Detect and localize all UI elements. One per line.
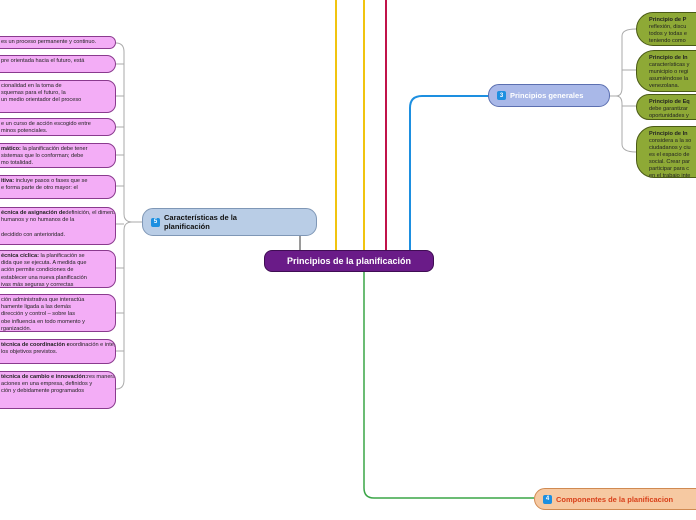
principio-item-text: características y	[649, 62, 690, 68]
caracteristica-item-text: res maneras deliberadas de	[87, 374, 116, 380]
caracteristica-item-text: un medio orientador del proceso	[1, 97, 82, 104]
topic-number-badge: 4	[543, 494, 552, 504]
caracteristicas-branches	[115, 42, 142, 390]
principio-item-title: Principio de In	[649, 131, 688, 137]
caracteristica-item-text: mo totalidad.	[1, 160, 34, 167]
caracteristica-item-text: incluye pasos o fases que se	[14, 178, 88, 184]
topic-number-badge: 3	[497, 91, 506, 100]
caracteristica-item-title: técnica de coordinación e	[1, 342, 70, 348]
principio-item-title: Principio de Eq	[649, 99, 690, 105]
caracteristica-item[interactable]: pre orientada hacia el futuro, está	[0, 55, 116, 73]
caracteristica-item-text: sistemas que lo conforman; debe	[1, 153, 84, 160]
caracteristica-item-title: mático:	[1, 146, 21, 152]
caracteristica-item-text: decidido con anterioridad.	[1, 231, 66, 238]
central-topic-label: Principios de la planificación	[286, 256, 412, 266]
principio-item-text: asumiéndose la	[649, 76, 689, 82]
topic-caracteristicas-label: Características de la planificación	[164, 213, 237, 231]
caracteristica-item-text: humanos y no humanos de la	[1, 217, 75, 224]
caracteristica-item-text: e un curso de acción escogido entre	[1, 121, 91, 127]
caracteristica-item-text: los objetivos previstos.	[1, 349, 58, 356]
topic-principios-generales[interactable]: 3 Principios generales	[488, 84, 610, 107]
topic-componentes-label: Componentes de la planificacion	[556, 494, 674, 504]
caracteristica-item-text: la planificación debe tener	[20, 146, 88, 152]
caracteristica-item-text: ación permite condiciones de	[1, 267, 74, 274]
generales-branches	[610, 28, 637, 153]
caracteristica-item-title: écnica cíclica:	[1, 253, 39, 259]
caracteristica-item-text: rganización.	[1, 325, 32, 332]
caracteristica-item-text: pre orientada hacia el futuro, está	[1, 58, 85, 64]
principio-item-text: venezolana.	[649, 83, 680, 89]
topic-componentes[interactable]: 4 Componentes de la planificacion	[534, 488, 696, 510]
caracteristica-item-title: itiva:	[1, 178, 15, 184]
central-topic[interactable]: Principios de la planificación	[264, 250, 434, 272]
caracteristica-item[interactable]: es un proceso permanente y continuo.	[0, 36, 116, 49]
caracteristica-item-text: establecer una nueva planificación	[1, 274, 87, 281]
caracteristica-item-text: oordinación e integración de varias	[69, 342, 116, 348]
principio-item-title: Principio de In	[649, 55, 688, 61]
caracteristica-item-title: técnica de cambio e innovación:	[1, 374, 88, 380]
caracteristica-item-text: e forma parte de otro mayor: el	[1, 185, 78, 192]
principio-item-title: Principio de P	[649, 17, 687, 23]
caracteristica-item[interactable]: écnica de asignación dedefinición, el di…	[0, 207, 116, 245]
caracteristica-item-text: la planificación se	[38, 253, 85, 259]
caracteristica-item-text: aciones en una empresa, definidos y	[1, 381, 93, 388]
principio-item-text: en el trabajo inte	[649, 173, 691, 178]
topic-number-badge: 5	[151, 217, 160, 227]
principio-item-text: debe garantizar	[649, 106, 688, 112]
caracteristica-item-title: écnica de asignación de	[1, 210, 66, 216]
caracteristica-item-text: squemas para el futuro, la	[1, 90, 66, 97]
principio-item-text: municipio o regi	[649, 69, 689, 75]
principio-item-text: ciudadanos y ciu	[649, 145, 691, 151]
caracteristica-item-text: es un proceso permanente y continuo.	[1, 39, 97, 45]
caracteristica-item-text: ción administrativa que interactúa	[1, 297, 85, 303]
topic-generales-label: Principios generales	[510, 91, 584, 100]
principio-item-text: reflexión, discu	[649, 24, 687, 30]
principio-item-text: todos y todas e	[649, 31, 687, 37]
principio-item-text: teniendo como	[649, 38, 686, 44]
principio-item-text: social. Crear par	[649, 159, 691, 165]
caracteristica-item-text: ivas más seguras y correctas	[1, 281, 74, 288]
caracteristica-item[interactable]: técnica de cambio e innovación:res maner…	[0, 371, 116, 409]
caracteristica-item-text: dida que se ejecuta. A medida que	[1, 260, 87, 267]
connector-generales	[409, 95, 490, 252]
principio-item-text: participar para c	[649, 166, 690, 172]
caracteristica-item-text: cionalidad en la toma de	[1, 83, 62, 89]
topic-caracteristicas[interactable]: 5 Características de la planificación	[142, 208, 317, 236]
principio-item-text: oportunidades y	[649, 113, 689, 119]
caracteristica-item-text: obe influencia en todo momento y	[1, 318, 85, 325]
principio-item-text: es el espacio de	[649, 152, 690, 158]
caracteristica-item-text: dirección y control – sobre las	[1, 311, 75, 318]
caracteristica-item-text: hamente ligada a las demás	[1, 304, 71, 311]
principio-item-text: considera a la so	[649, 138, 692, 144]
caracteristica-item[interactable]: técnica de coordinación eoordinación e i…	[0, 339, 116, 364]
caracteristica-item-text: ción y debidamente programados	[1, 388, 85, 395]
connector-componentes	[363, 270, 534, 499]
caracteristica-item-text: minos potenciales.	[1, 128, 48, 135]
caracteristica-item-text: definición, el dimensionamiento y la	[65, 210, 116, 216]
